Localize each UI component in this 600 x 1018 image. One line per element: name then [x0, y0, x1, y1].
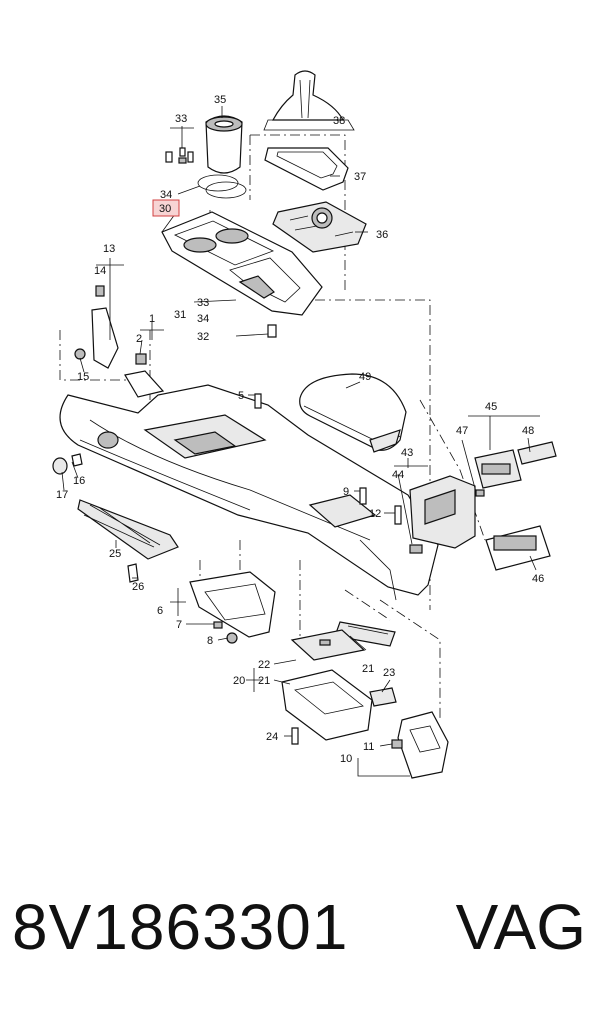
callout-8: 8	[207, 635, 213, 647]
storage-nets	[77, 499, 396, 647]
callout-26: 26	[132, 581, 144, 593]
callout-48: 48	[522, 425, 534, 437]
callout-21-box: 21	[258, 675, 270, 687]
callout-30: 30	[159, 203, 171, 215]
leader-lines	[61, 106, 540, 777]
rear-bracket	[391, 711, 449, 779]
pin-32	[235, 324, 277, 338]
callout-38: 38	[333, 115, 345, 127]
callout-13: 13	[103, 243, 115, 255]
brand-label: VAG	[455, 891, 586, 963]
center-console	[59, 370, 439, 601]
armrest	[299, 373, 407, 453]
callout-44: 44	[392, 469, 404, 481]
footer: 8V1863301 VAG	[0, 890, 600, 980]
callout-2: 2	[136, 333, 142, 345]
callout-43: 43	[401, 447, 413, 459]
callout-20: 20	[233, 675, 245, 687]
callout-45: 45	[485, 401, 497, 413]
callout-32: 32	[197, 331, 209, 343]
callout-14: 14	[94, 265, 106, 277]
callout-35: 35	[214, 94, 226, 106]
callout-34-mid: 34	[197, 313, 209, 325]
seal-rings	[197, 174, 247, 199]
callout-10: 10	[340, 753, 352, 765]
callout-37: 37	[354, 171, 366, 183]
switch-panels	[474, 441, 557, 571]
callout-23: 23	[383, 667, 395, 679]
callout-1: 1	[149, 313, 155, 325]
callout-47: 47	[456, 425, 468, 437]
callout-6: 6	[157, 605, 163, 617]
callout-34-top: 34	[160, 189, 172, 201]
side-bracket	[74, 285, 119, 369]
callout-7: 7	[176, 619, 182, 631]
callout-22: 22	[258, 659, 270, 671]
fasteners	[52, 353, 402, 525]
cup-holder-tray	[161, 211, 323, 316]
callout-33-top: 33	[175, 113, 187, 125]
callout-15: 15	[77, 371, 89, 383]
clips-group-33	[165, 147, 194, 164]
callout-labels: 35 38 33 37 34 30 36 13 14 33 31 34 1 2 …	[56, 94, 544, 765]
callout-12: 12	[369, 508, 381, 520]
callout-46: 46	[532, 573, 544, 585]
callout-25: 25	[109, 548, 121, 560]
lower-bracket	[189, 571, 276, 644]
callout-21-net: 21	[362, 663, 374, 675]
callout-49: 49	[359, 371, 371, 383]
callout-33-mid: 33	[197, 297, 209, 309]
storage-box	[281, 629, 397, 745]
highlight-box-30	[152, 199, 180, 217]
exploded-parts-diagram: 35 38 33 37 34 30 36 13 14 33 31 34 1 2 …	[52, 70, 557, 779]
cup-holder-insert	[205, 115, 243, 174]
callout-11: 11	[363, 741, 374, 753]
part-number: 8V1863301	[12, 891, 349, 963]
callout-9: 9	[343, 486, 349, 498]
callout-17: 17	[56, 489, 68, 501]
callout-36: 36	[376, 229, 388, 241]
callout-5: 5	[238, 390, 244, 402]
callout-16: 16	[73, 475, 85, 487]
rear-vent-housing	[409, 475, 476, 554]
callout-31: 31	[174, 309, 186, 321]
shift-trim-frame	[264, 147, 349, 191]
control-panel	[272, 201, 367, 253]
callout-24: 24	[266, 731, 278, 743]
